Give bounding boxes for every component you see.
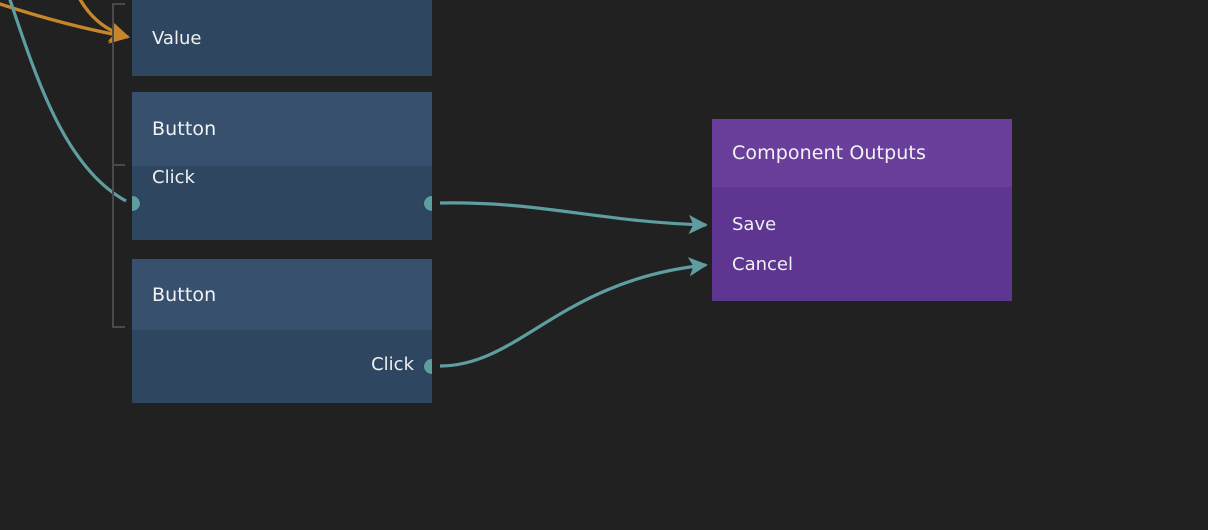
port-row-save[interactable]: Save	[712, 211, 1012, 237]
node-button-1[interactable]: Button Click	[132, 92, 432, 240]
group-bracket-tick-bottom	[114, 326, 125, 328]
node-value[interactable]: Value	[132, 0, 432, 76]
port-dot-button-1-click-in[interactable]	[132, 196, 140, 211]
node-button-2-header[interactable]: Button	[132, 259, 432, 330]
node-button-2-title: Button	[152, 283, 217, 306]
port-dot-button-2-click-out[interactable]	[424, 359, 432, 374]
edge-teal-cancel	[439, 257, 708, 368]
group-bracket-tick-middle	[114, 164, 125, 166]
node-button-2[interactable]: Button Click	[132, 259, 432, 403]
port-dot-button-1-click-out[interactable]	[424, 196, 432, 211]
group-bracket	[112, 3, 125, 328]
edge-teal-save	[439, 201, 708, 235]
node-button-1-body: Click	[132, 166, 432, 240]
edge-orange-a	[0, 2, 131, 44]
node-component-outputs-title: Component Outputs	[732, 142, 926, 164]
node-button-1-header[interactable]: Button	[132, 92, 432, 166]
node-button-1-title: Button	[152, 118, 217, 140]
port-row-value[interactable]: Value	[132, 25, 432, 51]
node-component-outputs-body: Save Cancel	[712, 187, 1012, 301]
port-row-button-2-click-out[interactable]: Click	[132, 351, 432, 377]
node-component-outputs[interactable]: Component Outputs Save Cancel	[712, 119, 1012, 301]
group-bracket-tick-top	[114, 3, 125, 5]
port-label-button-1-click-in: Click	[152, 166, 195, 188]
node-value-body: Value	[132, 0, 432, 76]
port-row-cancel[interactable]: Cancel	[712, 251, 1012, 277]
node-button-2-body: Click	[132, 330, 432, 403]
port-row-button-1-click-in[interactable]: Click	[132, 164, 432, 190]
edge-teal-in	[8, 0, 127, 203]
node-component-outputs-header[interactable]: Component Outputs	[712, 119, 1012, 187]
port-label-save: Save	[732, 213, 777, 235]
port-label-button-2-click-out: Click	[371, 353, 414, 375]
port-label-cancel: Cancel	[732, 253, 793, 275]
port-label-value: Value	[152, 27, 202, 49]
